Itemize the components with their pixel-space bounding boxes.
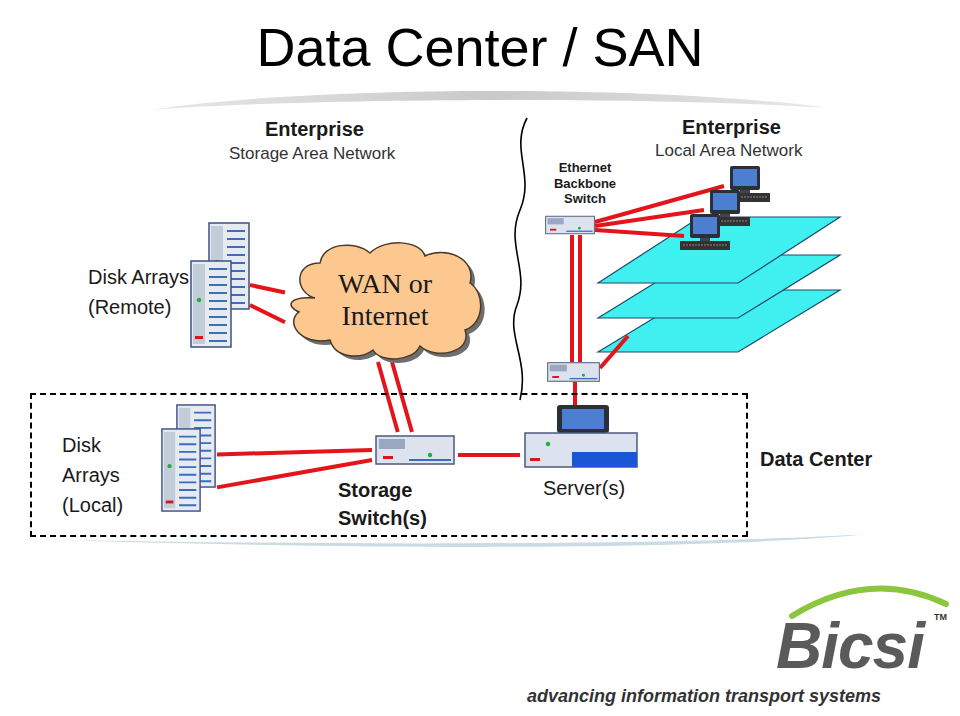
node-label: Ethernet Backbone Switch	[542, 160, 628, 207]
cloud-label: WAN or Internet	[310, 268, 460, 332]
server-screen	[562, 409, 604, 429]
cable-connector	[378, 362, 412, 432]
logo-arc	[792, 589, 946, 616]
disk-array-group: Disk Arrays (Local)	[62, 402, 217, 524]
ethernet-switch: Ethernet Backbone Switch	[542, 160, 628, 240]
data-center-boundary: Data CenterDisk Arrays (Local)Storage Sw…	[30, 393, 748, 537]
server-icon	[525, 405, 637, 467]
switch-icon	[546, 216, 595, 234]
disk-array-icon	[191, 261, 231, 347]
lan-cable	[600, 336, 628, 368]
cloud-outline	[291, 243, 481, 359]
workstation-icon	[680, 214, 730, 250]
wan-cloud: WAN or Internet	[285, 238, 485, 362]
lan-cable	[595, 210, 704, 226]
server-led	[546, 442, 550, 446]
server-led	[530, 458, 540, 461]
storage-switch: Storage Switch(s)	[372, 432, 458, 532]
disk-array-group: Disk Arrays (Remote)	[86, 216, 250, 350]
server-box	[525, 433, 637, 467]
node-label: Storage Switch(s)	[338, 476, 468, 532]
switch-icon	[376, 436, 454, 464]
server-monitor	[557, 405, 609, 433]
server: Server(s)	[520, 400, 648, 506]
node-label: Server(s)	[520, 476, 648, 500]
server-band	[572, 452, 637, 467]
disk-array-icon	[162, 429, 200, 511]
cable-connector	[458, 453, 520, 457]
lan-cable	[570, 235, 574, 362]
node-label: Disk Arrays (Remote)	[88, 262, 192, 322]
lan-cable	[595, 230, 684, 236]
header-swoosh	[150, 91, 830, 110]
cable-connector	[250, 285, 285, 322]
title: Data Center / SAN	[0, 18, 960, 77]
network-boundary	[514, 118, 527, 400]
lan-cable	[578, 235, 582, 362]
region-label: Data Center	[760, 447, 960, 471]
switch-icon	[548, 363, 600, 382]
node-label: Disk Arrays (Local)	[62, 430, 150, 520]
